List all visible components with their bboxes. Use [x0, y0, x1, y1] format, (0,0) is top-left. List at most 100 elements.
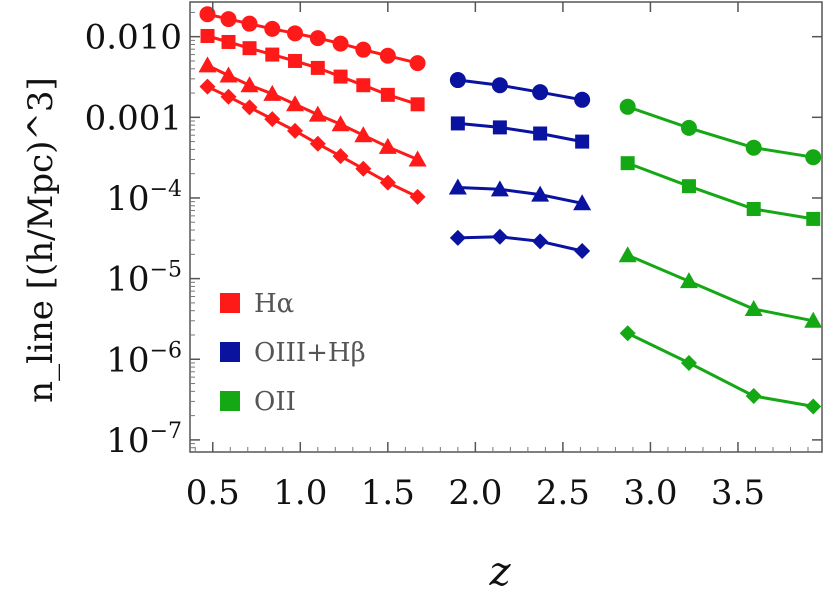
data-point-diamond	[264, 111, 281, 128]
data-point-circle	[409, 55, 426, 72]
data-point-circle	[745, 139, 762, 156]
series-line	[206, 85, 419, 199]
plot-frame	[189, 1, 823, 453]
data-point-square	[265, 47, 280, 62]
data-point-diamond	[449, 229, 466, 246]
data-point-triangle	[531, 185, 550, 202]
data-point-square	[746, 201, 761, 216]
data-point-triangle	[286, 95, 305, 112]
data-point-diamond	[220, 88, 237, 105]
data-point-diamond	[309, 135, 326, 152]
data-point-square	[333, 69, 348, 84]
data-point-square	[575, 134, 590, 149]
data-point-diamond	[241, 99, 258, 116]
data-point-circle	[491, 77, 508, 94]
legend-swatch	[220, 293, 240, 313]
data-point-circle	[449, 72, 466, 89]
data-point-diamond	[199, 78, 216, 95]
series-line	[206, 64, 419, 161]
series-line	[207, 34, 419, 106]
data-point-triangle	[263, 84, 282, 101]
data-point-triangle	[219, 66, 238, 83]
x-tick-label: 1.0	[273, 473, 327, 513]
series-line	[627, 253, 814, 323]
data-point-diamond	[491, 228, 508, 245]
data-point-diamond	[409, 188, 426, 205]
data-point-circle	[199, 6, 216, 23]
x-tick-label: 2.5	[536, 473, 590, 513]
data-point-square	[806, 211, 821, 226]
data-point-circle	[309, 30, 326, 47]
series-line	[457, 186, 583, 205]
data-point-triangle	[331, 115, 350, 132]
data-point-circle	[287, 25, 304, 42]
data-point-diamond	[574, 242, 591, 259]
y-tick-label: 0.010	[85, 18, 182, 58]
legend-label: OII	[254, 387, 296, 417]
plot-border	[189, 1, 823, 453]
data-point-triangle	[744, 299, 763, 316]
plot-area	[198, 6, 823, 415]
data-point-triangle	[804, 311, 823, 328]
data-point-circle	[805, 149, 822, 166]
x-axis-label: z	[488, 549, 511, 595]
data-point-triangle	[308, 105, 327, 122]
data-point-diamond	[379, 174, 396, 191]
y-tick-label: 10−6	[106, 338, 182, 380]
series-line	[627, 105, 814, 159]
data-point-triangle	[354, 126, 373, 143]
data-point-triangle	[448, 178, 467, 195]
data-point-diamond	[805, 398, 822, 415]
data-point-square	[380, 87, 395, 102]
data-point-diamond	[745, 388, 762, 405]
data-point-triangle	[408, 150, 427, 167]
x-tick-label: 2.0	[448, 473, 502, 513]
data-point-circle	[220, 11, 237, 28]
x-tick-label: 3.5	[711, 473, 765, 513]
data-point-circle	[680, 119, 697, 136]
legend-label: OIII+Hβ	[254, 338, 366, 368]
data-point-square	[356, 78, 371, 93]
data-point-diamond	[532, 233, 549, 250]
series-line	[627, 331, 814, 408]
data-point-square	[221, 34, 236, 49]
data-point-diamond	[287, 122, 304, 139]
y-tick-label: 10−5	[106, 258, 182, 300]
data-point-diamond	[619, 325, 636, 342]
data-point-square	[681, 179, 696, 194]
data-point-triangle	[378, 137, 397, 154]
x-tick-label: 0.5	[186, 473, 240, 513]
x-tick-label: 1.5	[361, 473, 415, 513]
data-point-square	[410, 97, 425, 112]
y-axis-label: n_line [(h/Mpc)^3]	[21, 77, 61, 403]
data-point-circle	[619, 98, 636, 115]
data-point-circle	[332, 35, 349, 52]
data-point-diamond	[332, 148, 349, 165]
series-line	[457, 235, 583, 253]
series-line	[627, 161, 814, 221]
data-point-circle	[379, 47, 396, 64]
y-tick-label: 10−4	[106, 177, 182, 219]
legend-swatch	[220, 391, 240, 411]
series-line	[207, 12, 418, 65]
legend-swatch	[220, 342, 240, 362]
data-point-square	[450, 116, 465, 131]
data-point-triangle	[618, 246, 637, 263]
legend-label: Hα	[254, 289, 294, 319]
data-point-circle	[574, 91, 591, 108]
data-point-triangle	[679, 272, 698, 289]
data-point-square	[533, 126, 548, 141]
data-point-circle	[532, 84, 549, 101]
data-point-square	[620, 156, 635, 171]
y-tick-label: 0.001	[85, 98, 182, 138]
data-point-circle	[264, 20, 281, 37]
data-point-circle	[241, 15, 258, 32]
data-point-square	[288, 53, 303, 68]
data-point-square	[242, 41, 257, 56]
data-point-diamond	[355, 160, 372, 177]
data-point-square	[310, 60, 325, 75]
